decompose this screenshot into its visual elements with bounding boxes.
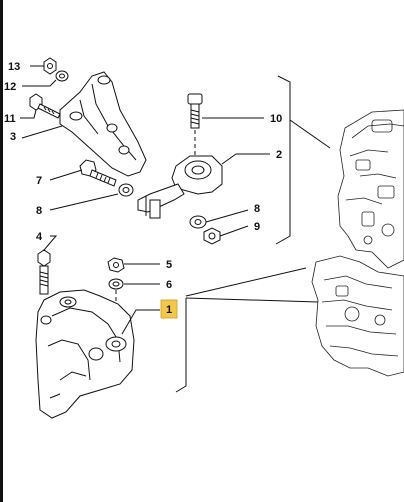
callout-4: 4 bbox=[36, 231, 43, 243]
callout-1-highlight[interactable] bbox=[160, 299, 178, 319]
bolt-7-drawing bbox=[79, 159, 117, 187]
callout-2: 2 bbox=[276, 149, 282, 161]
callout-1[interactable]: 1 bbox=[166, 304, 172, 316]
nut-13-drawing bbox=[43, 57, 57, 75]
callout-8-left: 8 bbox=[36, 205, 42, 217]
bolt-10-drawing bbox=[187, 93, 203, 162]
engine-mount-1-drawing bbox=[35, 289, 135, 419]
bolt-11-drawing bbox=[29, 93, 61, 119]
engine-block-drawing bbox=[311, 109, 404, 377]
bracket-3-drawing bbox=[59, 71, 147, 177]
callout-12: 12 bbox=[4, 81, 16, 93]
callout-10: 10 bbox=[270, 113, 282, 125]
bolt-4-drawing bbox=[37, 249, 51, 295]
callout-13: 13 bbox=[8, 61, 20, 73]
nut-5-drawing bbox=[107, 257, 125, 273]
callout-7: 7 bbox=[36, 175, 42, 187]
washer-8-upper-drawing bbox=[118, 183, 134, 197]
left-border-strip bbox=[0, 0, 3, 502]
callout-9: 9 bbox=[254, 221, 260, 233]
washer-12-drawing bbox=[55, 70, 69, 82]
leader-lines bbox=[20, 65, 270, 335]
washer-8-lower-drawing bbox=[189, 215, 207, 229]
group-brackets bbox=[175, 75, 331, 393]
callout-11: 11 bbox=[4, 113, 16, 125]
nut-9-drawing bbox=[203, 227, 221, 245]
callout-3: 3 bbox=[10, 131, 16, 143]
torque-rod-2-drawing bbox=[137, 155, 223, 219]
callout-5: 5 bbox=[166, 259, 172, 271]
callout-6: 6 bbox=[166, 279, 172, 291]
washer-6-drawing bbox=[108, 278, 124, 330]
callout-8-right: 8 bbox=[254, 203, 260, 215]
